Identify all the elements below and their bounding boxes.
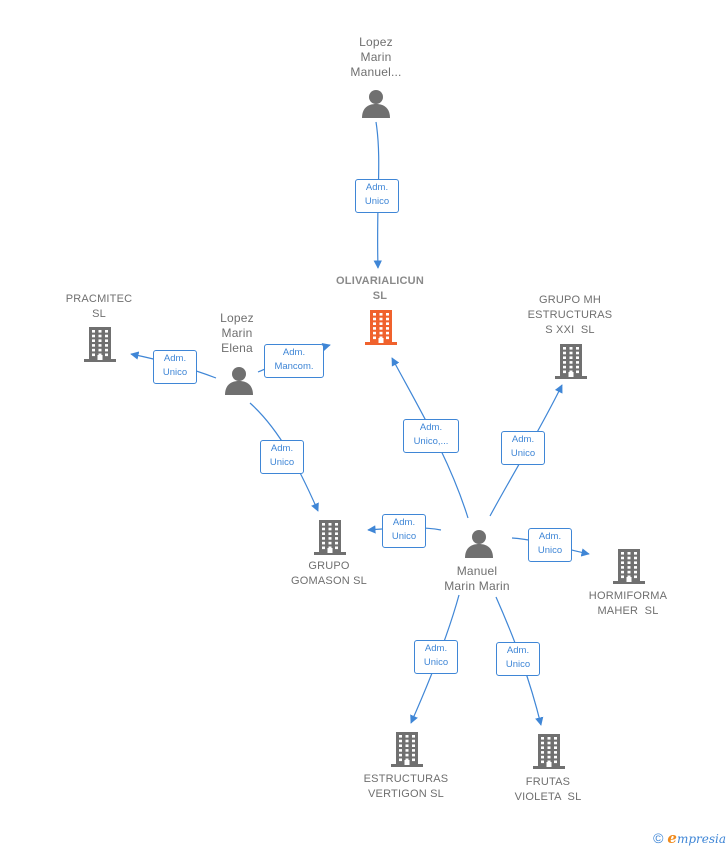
- person-node-lopez-manuel[interactable]: [361, 88, 391, 123]
- company-node-grupo-mh[interactable]: [554, 343, 588, 384]
- person-node-lopez-elena[interactable]: [224, 365, 254, 400]
- relation-label[interactable]: Adm. Unico: [153, 350, 197, 384]
- company-node-estructuras-vertigon[interactable]: [390, 731, 424, 772]
- brand-footer: © empresia: [653, 829, 726, 847]
- node-label-lopez-manuel[interactable]: Lopez Marin Manuel...: [350, 35, 402, 79]
- building-icon: [84, 327, 116, 362]
- node-label-hormiforma[interactable]: HORMIFORMA MAHER SL: [588, 590, 668, 617]
- node-label-estructuras-vertigon[interactable]: ESTRUCTURAS VERTIGON SL: [363, 773, 449, 800]
- building-icon: [533, 734, 565, 769]
- relation-label[interactable]: Adm. Unico: [260, 440, 304, 474]
- node-label-grupo-gomason[interactable]: GRUPO GOMASON SL: [291, 560, 367, 587]
- node-label-olivarialicun[interactable]: OLIVARIALICUN SL: [336, 275, 424, 302]
- building-icon: [365, 310, 397, 345]
- relation-label[interactable]: Adm. Unico,...: [403, 419, 459, 453]
- building-icon: [613, 549, 645, 584]
- relation-label[interactable]: Adm. Unico: [355, 179, 399, 213]
- person-icon: [362, 90, 390, 118]
- relation-label[interactable]: Adm. Mancom.: [264, 344, 324, 378]
- node-label-grupo-mh[interactable]: GRUPO MH ESTRUCTURAS S XXI SL: [527, 294, 613, 336]
- building-icon: [555, 344, 587, 379]
- company-node-pracmitec[interactable]: [83, 326, 117, 367]
- building-icon: [391, 732, 423, 767]
- relation-label[interactable]: Adm. Unico: [528, 528, 572, 562]
- person-icon: [225, 367, 253, 395]
- relation-label[interactable]: Adm. Unico: [382, 514, 426, 548]
- node-label-pracmitec[interactable]: PRACMITEC SL: [65, 293, 133, 320]
- brand-logo: empresia: [667, 829, 726, 847]
- relation-label[interactable]: Adm. Unico: [501, 431, 545, 465]
- relation-label[interactable]: Adm. Unico: [496, 642, 540, 676]
- node-label-lopez-elena[interactable]: Lopez Marin Elena: [220, 311, 254, 355]
- relation-label[interactable]: Adm. Unico: [414, 640, 458, 674]
- company-node-olivarialicun[interactable]: [364, 309, 398, 350]
- person-node-manuel-marin[interactable]: [464, 528, 494, 563]
- company-node-frutas-violeta[interactable]: [532, 733, 566, 774]
- node-label-manuel-marin[interactable]: Manuel Marin Marin: [444, 564, 510, 593]
- building-icon: [314, 520, 346, 555]
- node-label-frutas-violeta[interactable]: FRUTAS VIOLETA SL: [514, 776, 582, 803]
- company-node-hormiforma[interactable]: [612, 548, 646, 589]
- company-node-grupo-gomason[interactable]: [313, 519, 347, 560]
- copyright-icon: ©: [653, 830, 664, 846]
- person-icon: [465, 530, 493, 558]
